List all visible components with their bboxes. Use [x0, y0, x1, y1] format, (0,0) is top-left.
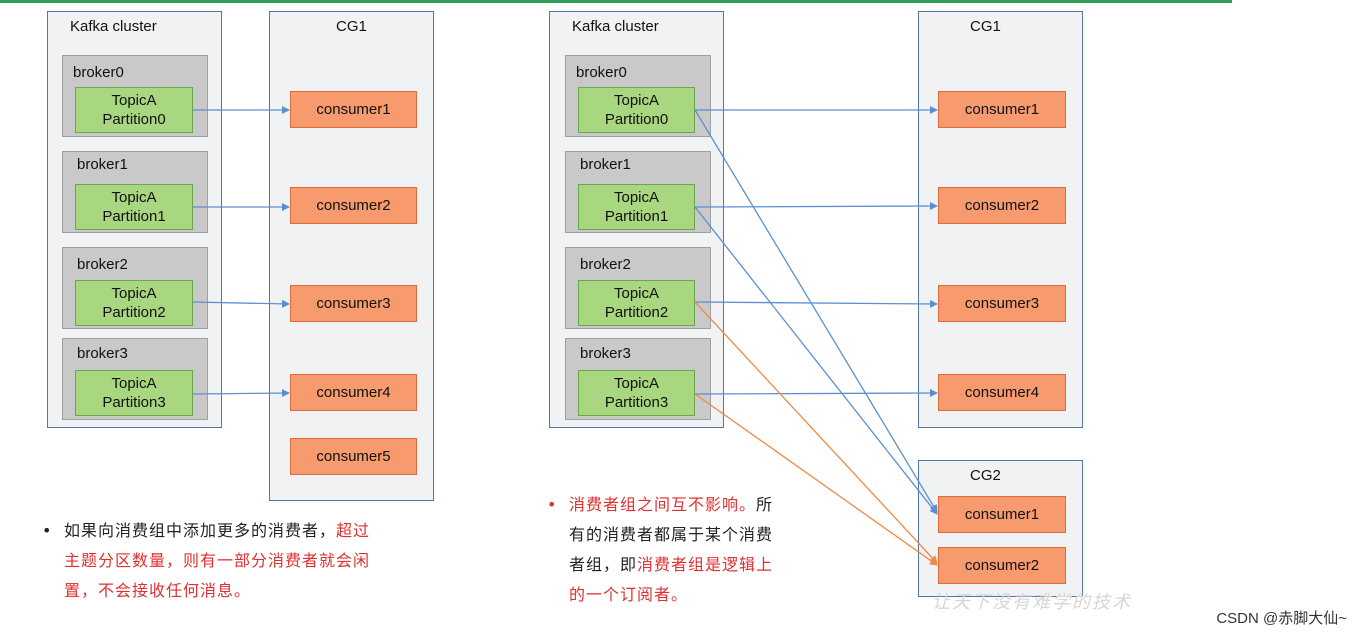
broker-label: broker1: [580, 156, 631, 173]
right-cg2-title: CG2: [970, 467, 1001, 484]
arrow-left-p2-c3: [192, 299, 290, 308]
topic-name: TopicA: [111, 375, 157, 392]
partition-name: Partition2: [604, 304, 669, 321]
right-topic-partition1: TopicA Partition1: [578, 184, 695, 230]
broker-label: broker0: [576, 64, 627, 81]
right-topic-partition2: TopicA Partition2: [578, 280, 695, 326]
topic-name: TopicA: [613, 375, 660, 392]
top-accent-line: [0, 0, 1232, 3]
right-note-line4: 的一个订阅者。: [569, 585, 689, 604]
right-note-line3: 者组，即消费者组是逻辑上: [569, 555, 774, 574]
right-cg1-consumer2: consumer2: [938, 187, 1066, 224]
partition-name: Partition2: [102, 304, 166, 321]
right-cg1-consumer1: consumer1: [938, 91, 1066, 128]
right-topic-partition3: TopicA Partition3: [578, 370, 695, 416]
partition-name: Partition1: [102, 208, 166, 225]
right-cg1-title: CG1: [970, 18, 1001, 35]
right-cg1-consumer3: consumer3: [938, 285, 1066, 322]
left-topic-partition0: TopicA Partition0: [75, 87, 193, 133]
left-kafka-cluster-title: Kafka cluster: [70, 18, 157, 35]
arrow-right-p2-cg2c2: [694, 301, 938, 564]
partition-name: Partition0: [102, 111, 166, 128]
left-consumer1: consumer1: [290, 91, 417, 128]
right-cg2-consumer1: consumer1: [938, 496, 1066, 533]
broker-label: broker0: [73, 64, 124, 81]
left-note-line3: 置，不会接收任何消息。: [64, 581, 252, 600]
topic-name: TopicA: [111, 285, 157, 302]
broker-label: broker2: [580, 256, 631, 273]
left-note-line1: 如果向消费组中添加更多的消费者，超过: [64, 521, 371, 540]
topic-name: TopicA: [613, 92, 660, 109]
topic-name: TopicA: [111, 92, 157, 109]
broker-label: broker1: [77, 156, 128, 173]
right-note: • 消费者组之间互不影响。所 有的消费者都属于某个消费 者组，即消费者组是逻辑上…: [547, 490, 774, 610]
left-note-line2: 主题分区数量，则有一部分消费者就会闲: [64, 551, 371, 570]
arrow-right-p0-cg2c1: [694, 109, 938, 513]
right-note-line1: 消费者组之间互不影响。所: [569, 495, 774, 514]
left-topic-partition1: TopicA Partition1: [75, 184, 193, 230]
arrow-right-p3-cg1c4: [694, 389, 938, 398]
broker-label: broker3: [580, 345, 631, 362]
topic-name: TopicA: [613, 285, 660, 302]
partition-name: Partition3: [604, 394, 669, 411]
partition-name: Partition3: [102, 394, 166, 411]
bullet-icon: •: [547, 495, 558, 514]
right-cg1-consumer4: consumer4: [938, 374, 1066, 411]
right-cg2-consumer2: consumer2: [938, 547, 1066, 584]
partition-name: Partition1: [604, 208, 669, 225]
arrow-left-p3-c4: [192, 389, 290, 398]
left-consumer2: consumer2: [290, 187, 417, 224]
csdn-watermark: CSDN @赤脚大仙~: [1216, 610, 1347, 627]
arrow-right-p1-cg2c1: [694, 206, 938, 515]
topic-name: TopicA: [613, 189, 660, 206]
broker-label: broker3: [77, 345, 128, 362]
left-note: • 如果向消费组中添加更多的消费者，超过 主题分区数量，则有一部分消费者就会闲 …: [42, 516, 371, 606]
left-topic-partition3: TopicA Partition3: [75, 370, 193, 416]
right-note-line2: 有的消费者都属于某个消费: [569, 525, 774, 544]
right-topic-partition0: TopicA Partition0: [578, 87, 695, 133]
partition-name: Partition0: [604, 111, 669, 128]
left-consumer5: consumer5: [290, 438, 417, 475]
arrow-right-p3-cg2c2: [694, 393, 938, 566]
left-consumer4: consumer4: [290, 374, 417, 411]
bullet-icon: •: [42, 521, 53, 540]
left-consumer3: consumer3: [290, 285, 417, 322]
right-kafka-cluster-title: Kafka cluster: [572, 18, 659, 35]
arrow-right-p1-cg1c2: [694, 202, 938, 211]
left-cg1-title: CG1: [336, 18, 367, 35]
broker-label: broker2: [77, 256, 128, 273]
left-topic-partition2: TopicA Partition2: [75, 280, 193, 326]
topic-name: TopicA: [111, 189, 157, 206]
arrow-right-p2-cg1c3: [694, 299, 938, 308]
faint-slogan: 让天下没有难学的技术: [932, 592, 1132, 613]
